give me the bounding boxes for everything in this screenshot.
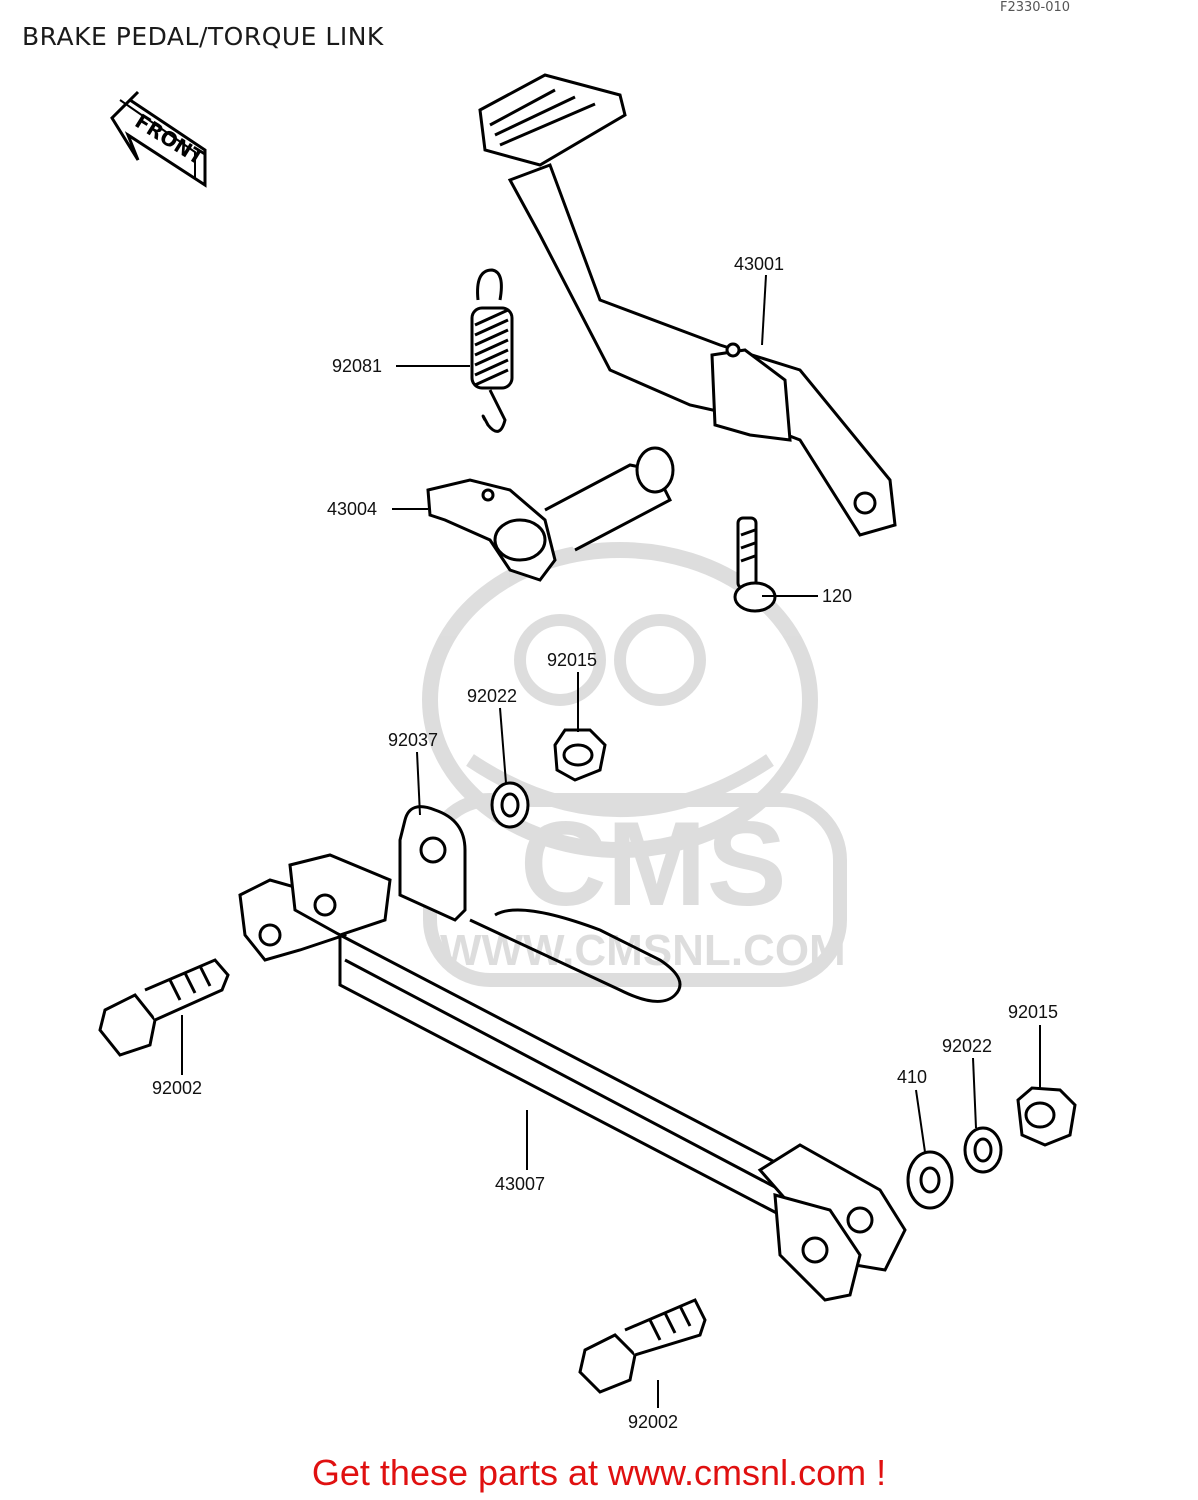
torque-link-drawing bbox=[238, 853, 907, 1302]
part-label-43004: 43004 bbox=[327, 499, 377, 519]
part-label-92002-left: 92002 bbox=[152, 1078, 202, 1098]
part-label-92022-right: 92022 bbox=[942, 1036, 992, 1056]
bottom-bolt-drawing bbox=[578, 1298, 707, 1394]
lock-washer-right-drawing bbox=[963, 1126, 1003, 1174]
part-label-43001: 43001 bbox=[734, 254, 784, 274]
left-bolt-drawing bbox=[98, 958, 230, 1057]
part-label-43007: 43007 bbox=[495, 1174, 545, 1194]
return-spring-drawing bbox=[470, 268, 514, 433]
part-label-92022-upper: 92022 bbox=[467, 686, 517, 706]
part-label-92015-upper: 92015 bbox=[547, 650, 597, 670]
brake-pedal-drawing bbox=[478, 73, 897, 537]
upper-nut-drawing bbox=[553, 728, 607, 782]
front-direction-arrow: FRONT bbox=[110, 90, 209, 188]
diagram-title: BRAKE PEDAL/TORQUE LINK bbox=[22, 22, 384, 51]
upper-washer-drawing bbox=[490, 781, 530, 829]
cms-watermark: CMS WWW.CMSNL.COM bbox=[422, 542, 847, 987]
leader-lines bbox=[181, 274, 1041, 1408]
part-label-92015-right: 92015 bbox=[1008, 1002, 1058, 1022]
bolt-120-drawing bbox=[733, 516, 777, 613]
part-label-120: 120 bbox=[822, 586, 852, 606]
get-parts-link[interactable]: Get these parts at www.cmsnl.com ! bbox=[311, 1452, 887, 1493]
part-label-92081: 92081 bbox=[332, 356, 382, 376]
nut-right-drawing bbox=[1016, 1086, 1077, 1147]
watermark-brand: CMS bbox=[520, 797, 787, 931]
plain-washer-410-drawing bbox=[906, 1150, 954, 1210]
part-label-92037: 92037 bbox=[388, 730, 438, 750]
part-label-410: 410 bbox=[897, 1067, 927, 1087]
bracket-92037-drawing bbox=[398, 805, 682, 1003]
diagram-reference-code: F2330-010 bbox=[1000, 0, 1071, 15]
pivot-shaft-drawing bbox=[426, 446, 675, 582]
part-label-92002-bottom: 92002 bbox=[628, 1412, 678, 1432]
